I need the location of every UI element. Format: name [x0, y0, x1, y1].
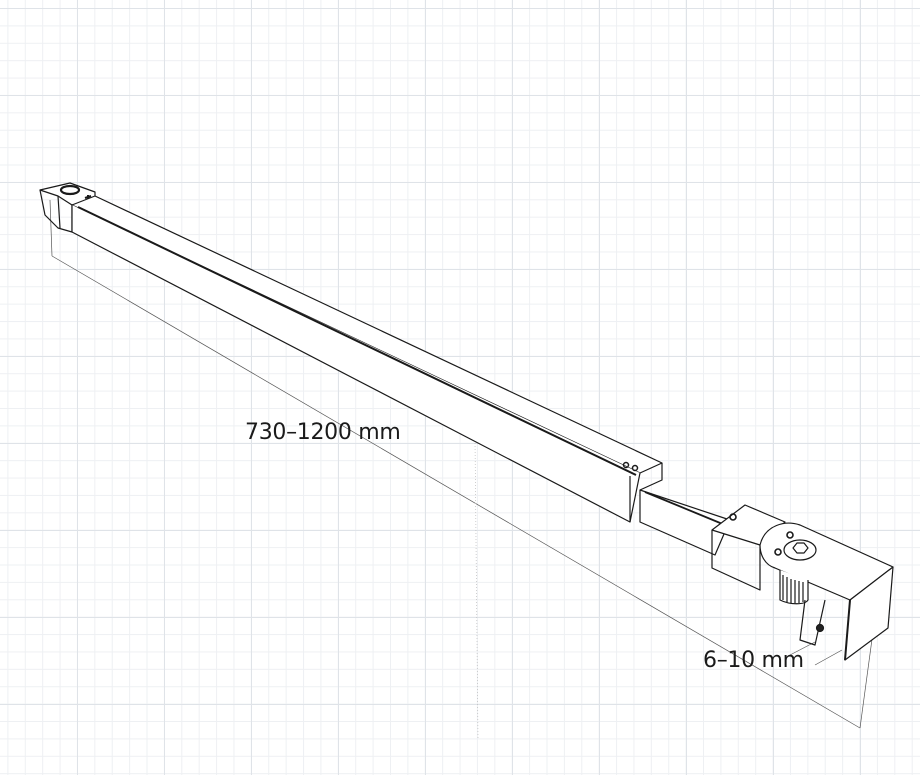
- length-dimension-label: 730–1200 mm: [245, 420, 401, 445]
- main-tube: [71, 195, 663, 523]
- inner-tube: [639, 489, 731, 556]
- glass-clamp-fitting: [711, 504, 894, 661]
- glass-thickness-label: 6–10 mm: [703, 648, 804, 673]
